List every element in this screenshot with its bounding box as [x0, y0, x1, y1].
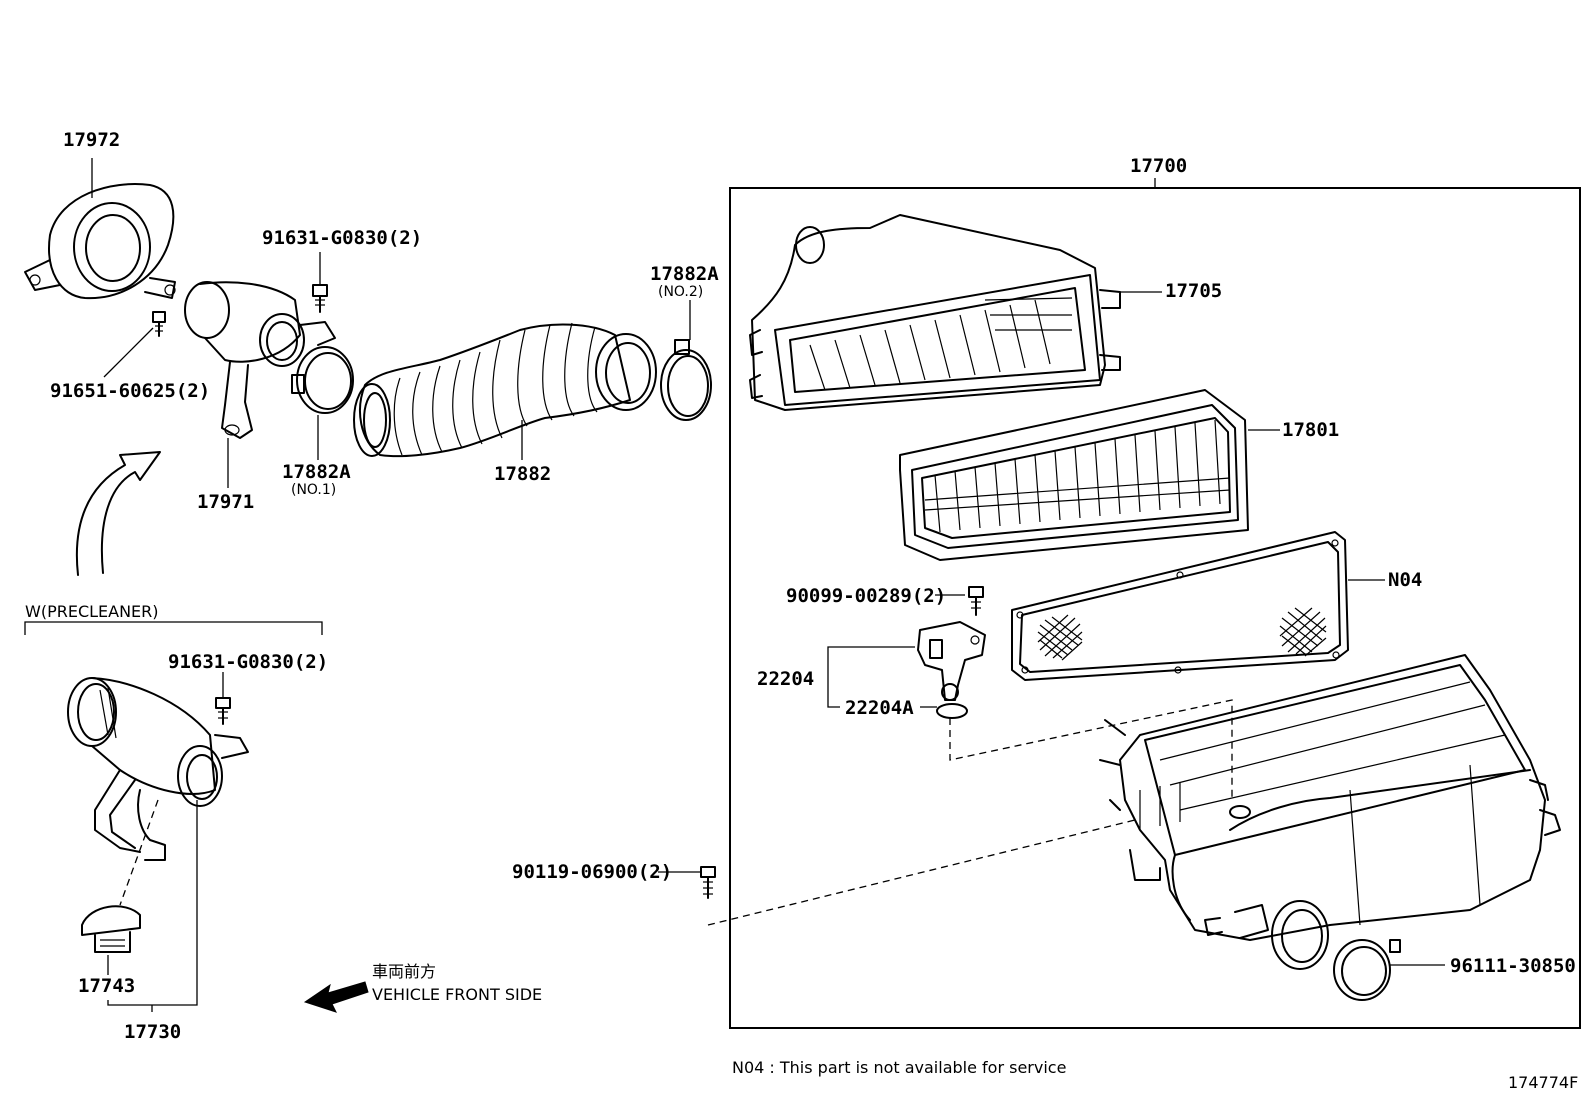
label-N04: N04	[1388, 569, 1422, 591]
label-17705: 17705	[1165, 280, 1222, 302]
label-22204: 22204	[757, 668, 814, 690]
label-91631-top: 91631-G0830(2)	[262, 227, 422, 249]
label-17882: 17882	[494, 463, 551, 485]
label-no1: (NO.1)	[291, 482, 336, 498]
label-17972: 17972	[63, 129, 120, 151]
label-22204A: 22204A	[845, 697, 914, 719]
part-17882-hose	[353, 322, 657, 458]
label-91651: 91651-60625(2)	[50, 380, 210, 402]
label-90099: 90099-00289(2)	[786, 585, 946, 607]
part-22204A-oring	[936, 703, 968, 719]
part-N04-gasket	[1011, 531, 1349, 681]
bolt-91631-top	[312, 284, 328, 313]
mesh-right	[1279, 607, 1327, 657]
label-front-en: VEHICLE FRONT SIDE	[372, 985, 542, 1004]
label-17882A-no1: 17882A	[282, 461, 351, 483]
label-front-jp: 車両前方	[372, 962, 436, 981]
part-17730-precleaner	[67, 677, 249, 861]
part-17705-cap	[749, 214, 1121, 411]
bolt-91651	[152, 311, 166, 337]
mesh-left	[1037, 614, 1083, 661]
part-17972-inlet	[24, 183, 176, 300]
bolt-90119	[700, 866, 716, 899]
label-17743: 17743	[78, 975, 135, 997]
bolt-90099	[968, 586, 984, 616]
label-17971: 17971	[197, 491, 254, 513]
clamp-96111	[1333, 939, 1401, 1001]
clamp-17882A-no2	[660, 339, 712, 421]
part-17743-cap	[81, 905, 141, 953]
clamp-17882A-no1	[291, 346, 354, 414]
label-precleaner: W(PRECLEANER)	[25, 602, 159, 621]
label-no2: (NO.2)	[658, 284, 703, 300]
part-17971-duct	[184, 281, 336, 439]
label-17882A-no2: 17882A	[650, 263, 719, 285]
left-arrow-icon	[303, 981, 369, 1013]
curved-up-arrow-icon	[75, 451, 161, 576]
diagram-id: 174774F	[1508, 1073, 1578, 1092]
label-90119: 90119-06900(2)	[512, 861, 672, 883]
footnote-n04: N04 : This part is not available for ser…	[732, 1058, 1066, 1077]
assembly-17700-frame	[729, 187, 1581, 1029]
label-17700: 17700	[1130, 155, 1187, 177]
part-17801-filter	[899, 389, 1249, 561]
label-91631-low: 91631-G0830(2)	[168, 651, 328, 673]
label-96111: 96111-30850	[1450, 955, 1576, 977]
label-17801: 17801	[1282, 419, 1339, 441]
part-22204-sensor	[917, 621, 986, 701]
label-17730: 17730	[124, 1021, 181, 1043]
part-lower-case	[1099, 654, 1561, 970]
bolt-91631-low	[215, 697, 231, 725]
